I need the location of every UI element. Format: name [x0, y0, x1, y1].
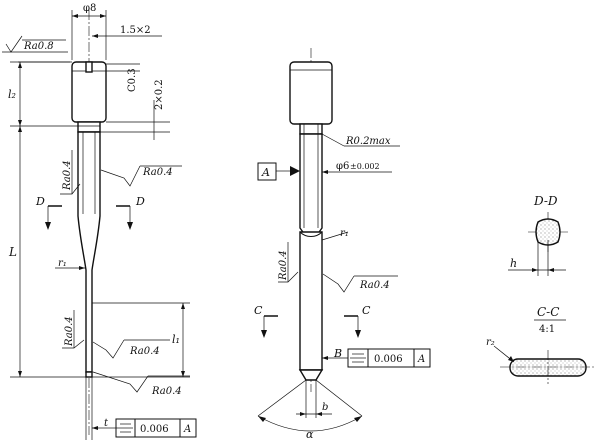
left-ra04-shank-text: Ra0.4 [142, 167, 173, 178]
middle-tolerance-frame: 0.006 A [347, 348, 431, 368]
left-tolerance-datum: A [183, 424, 191, 435]
left-dim-neck-text: 2×0.2 [154, 79, 165, 110]
left-dim-slot-arrow [92, 34, 98, 38]
middle-b-arrow-2 [316, 412, 322, 416]
middle-r1-leader [321, 231, 349, 241]
left-tolerance-value: 0.006 [140, 424, 169, 435]
left-ra04-tip-vertical-symbol [62, 339, 85, 349]
left-dim-L-text: L [8, 245, 17, 259]
section-dd-h-arrow-2 [548, 268, 554, 272]
middle-r1-text: r₁ [340, 228, 349, 239]
left-section-d-label-right: D [135, 195, 145, 208]
left-section-d-arrow-right [127, 222, 133, 230]
middle-datum-a-box [257, 162, 277, 181]
middle-shank-transition [299, 231, 323, 237]
left-neck [77, 121, 101, 133]
middle-section-c-arrow-right [355, 330, 361, 338]
middle-datum-b-text: B [333, 347, 342, 360]
middle-section-c-arrow-left [261, 330, 267, 338]
left-ra04-shank-symbol [100, 165, 141, 187]
left-head-slot [85, 61, 93, 73]
middle-ra04-symbol [322, 273, 355, 293]
left-dim-l1-arrow-2 [181, 371, 185, 377]
section-cc-r2-arrow [508, 356, 514, 362]
middle-view: A R0.2max φ6 ±0.002 r₁ Ra0.4 Ra0.4 C C [254, 48, 431, 441]
section-cc-scale: 4:1 [539, 324, 555, 335]
left-r1-arrow [79, 266, 85, 270]
middle-point [298, 369, 324, 381]
left-ra04-vertical-text: Ra0.4 [62, 160, 73, 191]
middle-b-text: b [322, 402, 328, 413]
left-tolerance-frame: 0.006 A [115, 418, 197, 438]
left-section-d-label-left: D [35, 195, 45, 208]
section-dd-shape [535, 218, 561, 246]
middle-phi6-tolerance: ±0.002 [350, 162, 380, 171]
left-ra04-tip1-text: Ra0.4 [129, 346, 160, 357]
middle-neck [299, 123, 323, 135]
middle-phi6-arrow [322, 170, 328, 174]
left-dim-l1-arrow-1 [181, 303, 185, 309]
left-ra04-vertical-symbol [60, 183, 81, 195]
left-tip [85, 371, 93, 378]
left-section-d-arrow-left [45, 222, 51, 230]
middle-alpha-line-left [257, 379, 307, 417]
middle-tolerance-datum: A [417, 354, 425, 365]
left-dim-l2-arrow-1 [18, 62, 22, 68]
middle-ra04-vertical-text: Ra0.4 [278, 250, 289, 281]
left-dim-l1-text: l₁ [172, 333, 180, 346]
left-dim-slot-text: 1.5×2 [120, 25, 151, 36]
left-ra08-symbol [5, 35, 23, 53]
section-dd-h-text: h [510, 257, 517, 270]
right-views: D-D h C-C 4:1 r₂ [486, 194, 596, 384]
left-dim-t-text: t [104, 418, 109, 429]
left-dim-phi8-text: φ8 [83, 3, 96, 14]
left-ra04-tip2-symbol [92, 371, 149, 393]
middle-datum-a-text: A [261, 166, 270, 179]
section-cc-r2-text: r₂ [486, 337, 495, 348]
middle-r02-leader [321, 133, 345, 147]
left-dim-c03-text: C0.3 [127, 68, 138, 92]
left-r1-text: r₁ [58, 258, 67, 269]
middle-shank-lower [299, 231, 323, 371]
middle-alpha-text: α [306, 428, 314, 441]
middle-section-c-label-left: C [254, 304, 263, 317]
middle-head [289, 61, 333, 125]
middle-r02-text: R0.2max [345, 136, 391, 147]
middle-ra04-vertical-symbol [278, 271, 299, 283]
middle-phi6-text: φ6 [336, 161, 349, 172]
left-dim-l2-text: l₂ [8, 88, 16, 101]
middle-b-arrow-1 [300, 412, 306, 416]
left-shank [77, 131, 101, 373]
left-dim-phi8-arrow-2 [100, 14, 106, 18]
left-dim-L-arrow-1 [18, 126, 22, 132]
middle-alpha-arrow-right [354, 416, 362, 422]
middle-alpha-arrow-left [258, 416, 266, 422]
middle-section-c-label-right: C [362, 304, 371, 317]
left-ra08-text: Ra0.8 [23, 41, 54, 52]
section-dd-h-arrow-1 [532, 268, 538, 272]
middle-alpha-arc [257, 415, 363, 432]
section-cc-title: C-C [537, 305, 559, 319]
left-dim-L-arrow-2 [18, 371, 22, 377]
section-dd-title: D-D [533, 194, 558, 208]
left-ra04-tip2-text: Ra0.4 [151, 386, 182, 397]
middle-datum-a-triangle [290, 166, 300, 176]
middle-alpha-line-right [315, 379, 363, 417]
middle-tolerance-value: 0.006 [374, 354, 403, 365]
middle-ra04-text: Ra0.4 [359, 280, 390, 291]
left-ra04-tip-vertical-text: Ra0.4 [64, 316, 75, 347]
left-dim-l2-arrow-2 [18, 120, 22, 126]
left-view: φ8 1.5×2 Ra0.8 C0.3 2×0.2 l₂ L [2, 3, 197, 440]
left-dim-phi8-arrow-1 [72, 14, 78, 18]
left-ra04-tip1-symbol [92, 339, 125, 359]
middle-datum-b-arrow [322, 356, 328, 360]
